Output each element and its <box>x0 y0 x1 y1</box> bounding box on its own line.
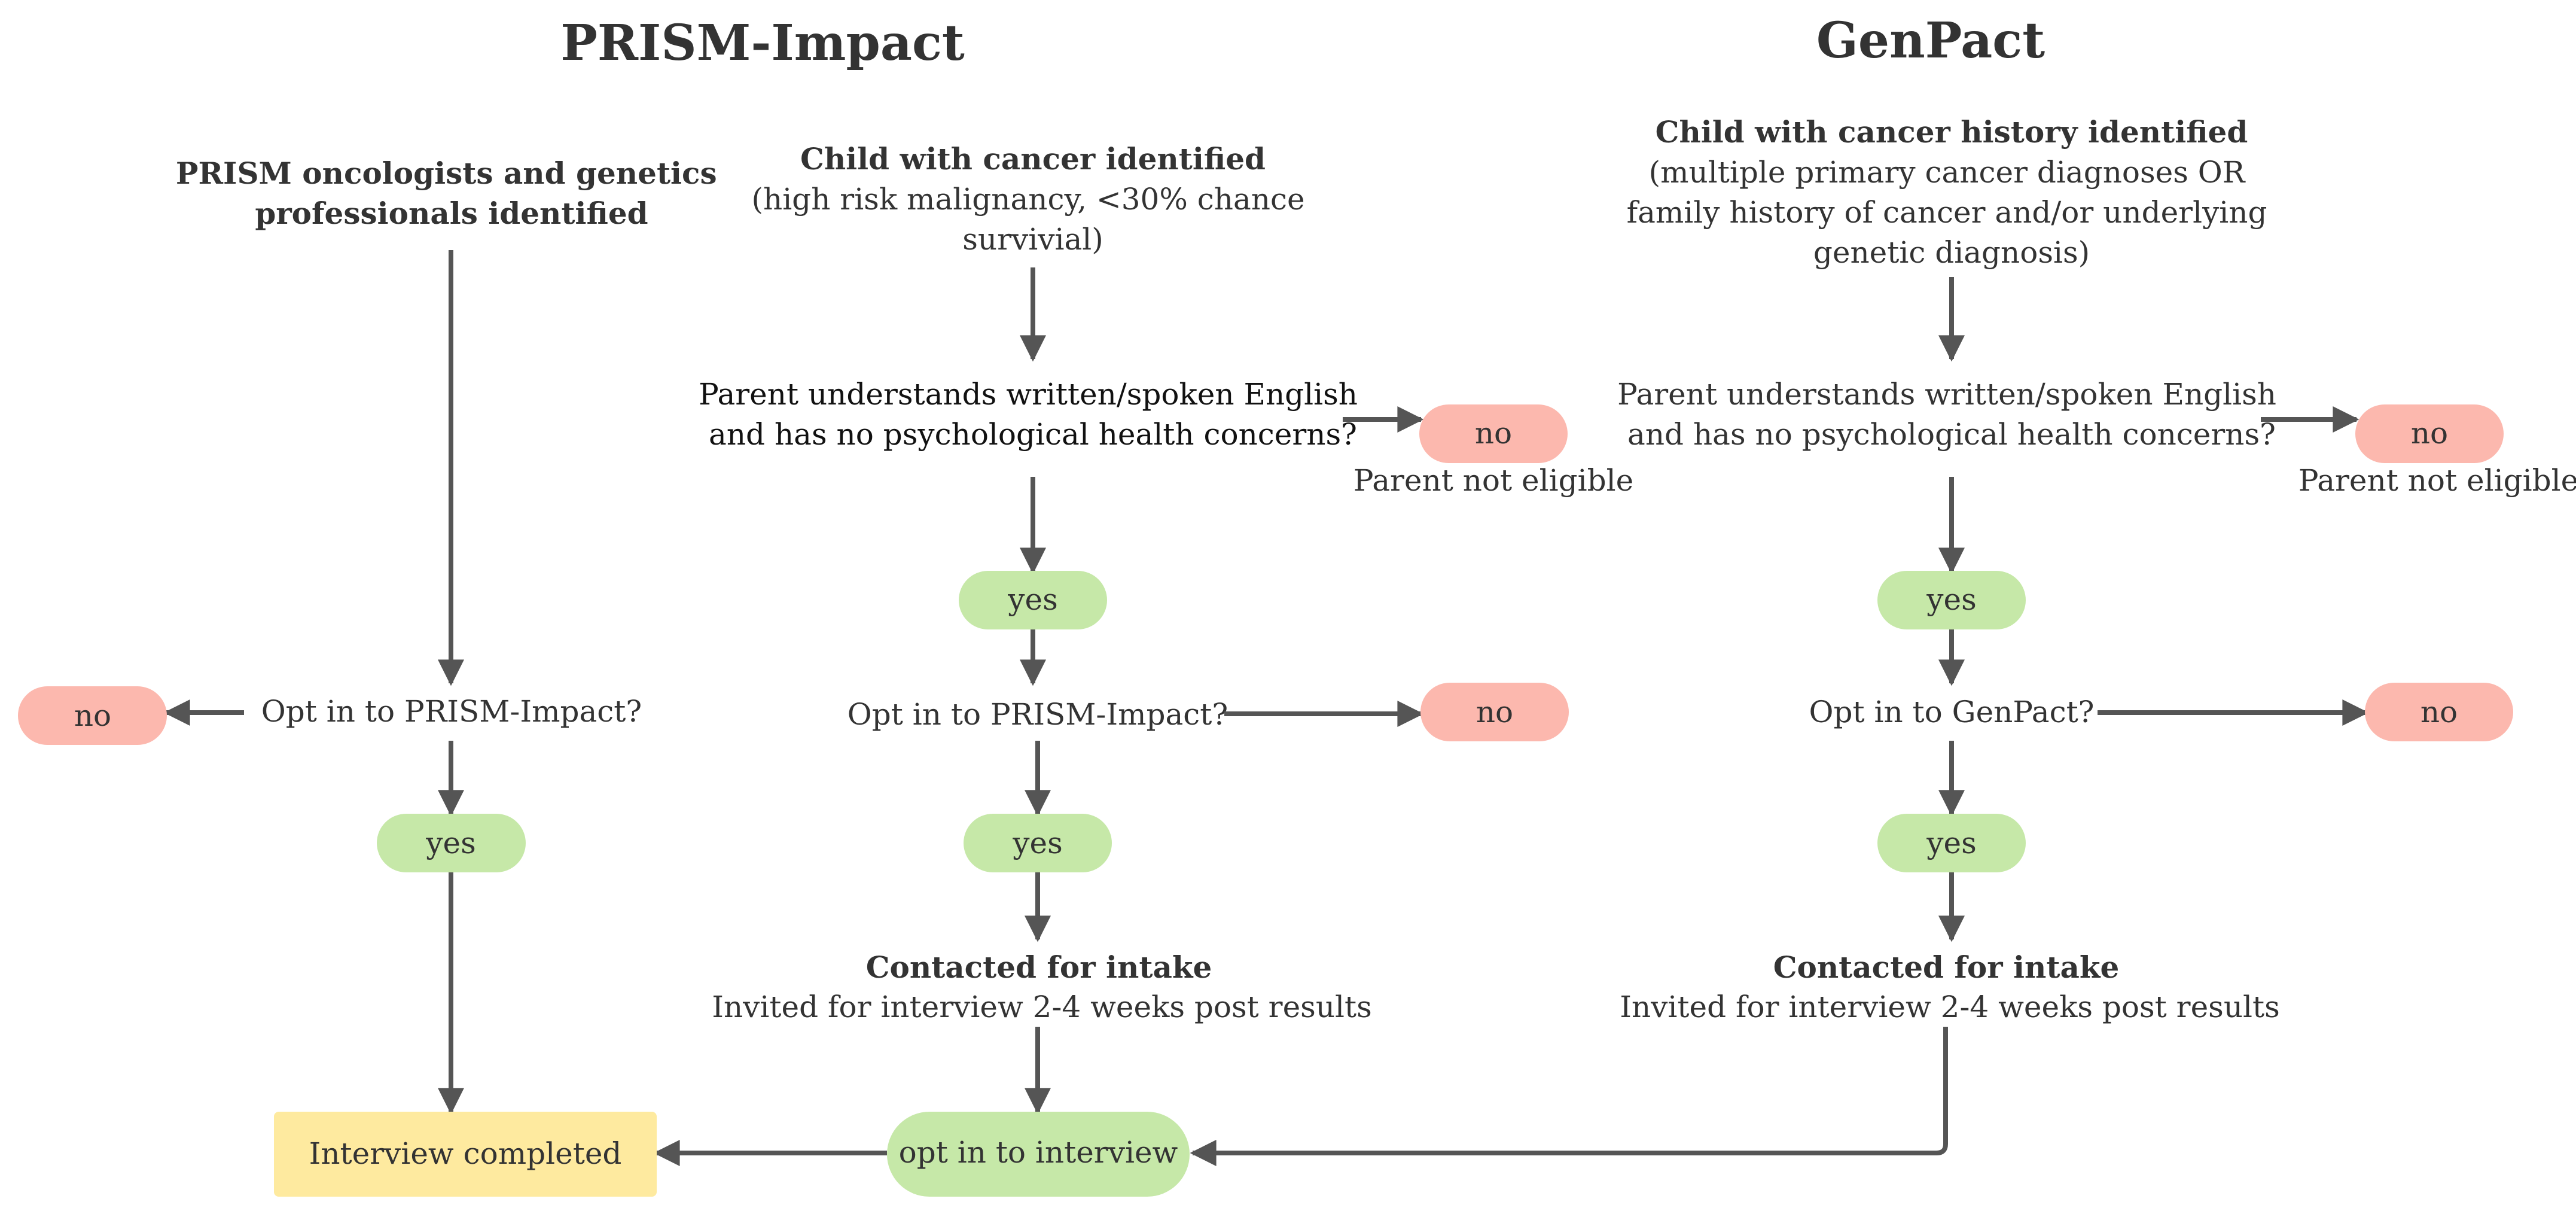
genpact-child-title: Child with cancer history identified <box>1656 114 2248 150</box>
prism-opt-question: Opt in to PRISM-Impact? <box>848 697 1228 732</box>
prism-parent-question-line-2: and has no psychological health concerns… <box>709 417 1357 452</box>
opt-in-interview-label: opt in to interview <box>899 1135 1178 1170</box>
genpact-opt-no-label: no <box>2420 695 2458 729</box>
genpact-opt-question: Opt in to GenPact? <box>1809 695 2094 729</box>
prism-child-detail-line-2: survivial) <box>962 222 1103 257</box>
pro-no-pill: no <box>18 686 167 745</box>
professionals-line-2: professionals identified <box>255 196 648 231</box>
title-prism-impact: PRISM-Impact <box>560 14 965 72</box>
genpact-opt-no-pill: no <box>2365 683 2513 741</box>
prism-parent-question: Parent understands written/spoken Englis… <box>699 377 1367 452</box>
pro-no-label: no <box>74 698 111 733</box>
prism-child-detail: (high risk malignancy, <30% chance survi… <box>751 182 1314 257</box>
prism-contacted-detail: Invited for interview 2-4 weeks post res… <box>712 990 1372 1024</box>
genpact-child-detail-line-2: family history of cancer and/or underlyi… <box>1627 195 2267 230</box>
prism-parent-not-eligible: Parent not eligible <box>1353 463 1633 498</box>
genpact-opt-yes-pill: yes <box>1877 814 2026 872</box>
prism-parent-yes-label: yes <box>1007 582 1058 617</box>
interview-completed-label: Interview completed <box>309 1136 622 1171</box>
genpact-parent-no-pill: no <box>2355 404 2504 463</box>
genpact-parent-question-line-1: Parent understands written/spoken Englis… <box>1617 377 2276 412</box>
prism-parent-yes-pill: yes <box>959 571 1107 629</box>
genpact-child-detail-line-1: (multiple primary cancer diagnoses OR <box>1649 155 2246 190</box>
professionals-line-1: PRISM oncologists and genetics <box>176 156 717 191</box>
genpact-child-detail-line-3: genetic diagnosis) <box>1813 235 2090 270</box>
prism-opt-yes-pill: yes <box>964 814 1112 872</box>
opt-in-interview-node: opt in to interview <box>887 1112 1190 1197</box>
genpact-parent-no-label: no <box>2411 416 2448 451</box>
title-genpact: GenPact <box>1816 12 2045 69</box>
genpact-contacted-detail: Invited for interview 2-4 weeks post res… <box>1620 990 2280 1024</box>
genpact-parent-yes-pill: yes <box>1877 571 2026 629</box>
pro-yes-label: yes <box>425 826 476 860</box>
genpact-contacted-title: Contacted for intake <box>1773 950 2120 985</box>
prism-opt-yes-label: yes <box>1012 826 1063 860</box>
prism-parent-question-line-1: Parent understands written/spoken Englis… <box>699 377 1358 412</box>
genpact-parent-question-line-2: and has no psychological health concerns… <box>1627 417 2276 452</box>
prism-opt-no-label: no <box>1476 695 1513 729</box>
genpact-parent-yes-label: yes <box>1926 582 1977 617</box>
pro-yes-pill: yes <box>377 814 526 872</box>
interview-completed-node: Interview completed <box>274 1112 657 1197</box>
genpact-parent-question: Parent understands written/spoken Englis… <box>1617 377 2286 452</box>
genpact-parent-not-eligible: Parent not eligible <box>2298 463 2576 498</box>
prism-parent-no-pill: no <box>1419 404 1568 463</box>
prism-opt-no-pill: no <box>1420 683 1569 741</box>
prism-child-title: Child with cancer identified <box>800 141 1266 177</box>
prism-contacted-title: Contacted for intake <box>866 950 1212 985</box>
arrow-genpact-contacted-to-interview <box>1190 1027 1948 1166</box>
professionals-identified-label: PRISM oncologists and genetics professio… <box>176 156 727 231</box>
prism-parent-no-label: no <box>1475 416 1512 451</box>
genpact-opt-yes-label: yes <box>1926 826 1977 860</box>
genpact-child-detail: (multiple primary cancer diagnoses OR fa… <box>1627 155 2277 270</box>
prism-child-detail-line-1: (high risk malignancy, <30% chance <box>751 182 1304 217</box>
pro-opt-question: Opt in to PRISM-Impact? <box>261 694 642 729</box>
